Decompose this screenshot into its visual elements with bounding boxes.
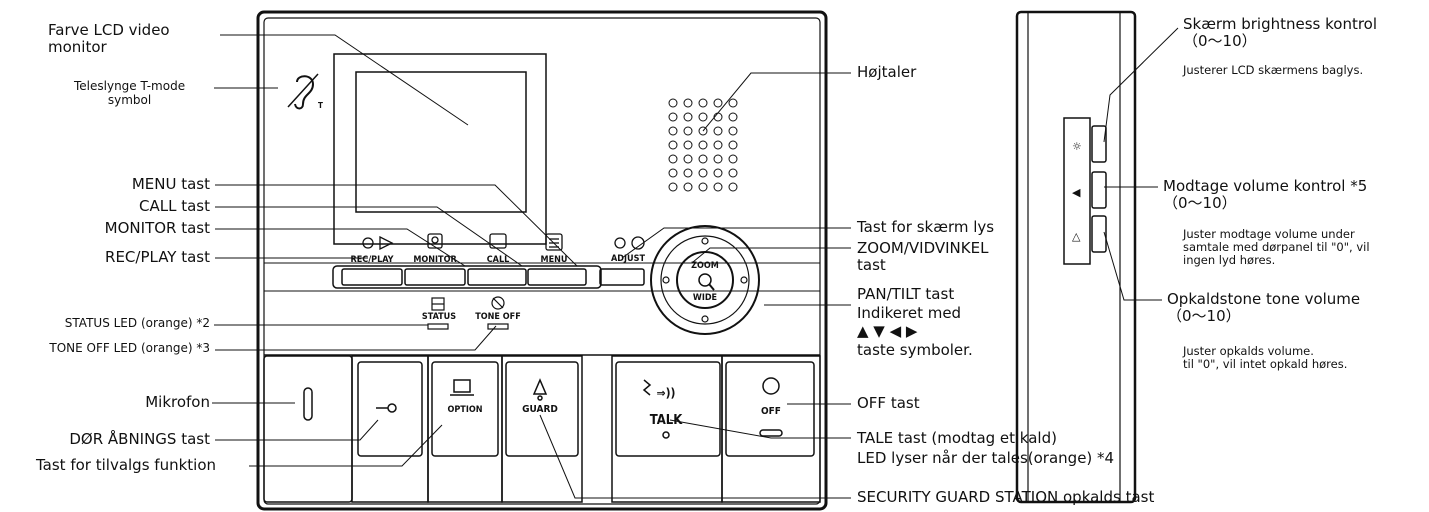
speaker-hole — [698, 182, 708, 192]
side-view: ☼ ◀ △ — [1015, 10, 1137, 504]
button-labels: REC/PLAY MONITOR CALL MENU ADJUST STATUS… — [350, 254, 645, 322]
monitor-label: MONITOR — [413, 255, 457, 265]
tone-off-label: TONE OFF — [475, 312, 520, 322]
label-off-tast: OFF tast — [857, 394, 920, 412]
label-tilvalg-tast: Tast for tilvalgs funktion — [36, 456, 216, 474]
svg-text:⇒)): ⇒)) — [657, 386, 676, 400]
speaker-hole — [713, 98, 723, 108]
speaker-hole — [728, 168, 738, 178]
label-hojtaler: Højtaler — [857, 63, 917, 81]
speaker-hole — [728, 126, 738, 136]
top-button-row — [264, 262, 820, 292]
pan-tilt-dial — [650, 225, 760, 335]
speaker-hole — [668, 154, 678, 164]
speaker-hole — [698, 154, 708, 164]
speaker-hole — [668, 168, 678, 178]
label-brightness-desc: Justerer LCD skærmens baglys. — [1183, 63, 1364, 77]
svg-text:◀: ◀ — [1072, 186, 1081, 199]
speaker-hole — [728, 98, 738, 108]
svg-text:☼: ☼ — [1072, 140, 1082, 153]
label-menu-tast: MENU tast — [131, 175, 210, 193]
lcd-bezel — [333, 53, 547, 245]
label-toneoff-led: TONE OFF LED (orange) *3 — [49, 341, 210, 355]
call-label: CALL — [487, 255, 510, 265]
speaker-hole — [713, 154, 723, 164]
label-teleslynge: Teleslynge T-mode symbol — [74, 79, 186, 107]
svg-text:TALK: TALK — [650, 413, 683, 428]
label-tone-title: Opkaldstone tone volume （0～10） — [1167, 290, 1361, 326]
lower-button-labels: OPTION GUARD TALK OFF ⇒)) — [447, 386, 780, 428]
speaker-hole — [713, 182, 723, 192]
speaker-hole — [668, 182, 678, 192]
speaker-hole — [698, 126, 708, 136]
speaker-hole — [683, 126, 693, 136]
label-call-tast: CALL tast — [139, 197, 210, 215]
label-recplay-tast: REC/PLAY tast — [105, 248, 210, 266]
speaker-hole — [683, 182, 693, 192]
label-tale-tast: TALE tast (modtag et kald) LED lyser når… — [857, 429, 1115, 467]
leader-lines — [212, 27, 1179, 499]
speaker-hole — [683, 140, 693, 150]
svg-text:OPTION: OPTION — [447, 405, 482, 415]
label-skaerm-lys: Tast for skærm lys — [857, 218, 995, 236]
label-lcd-monitor: Farve LCD video monitor — [48, 21, 170, 57]
speaker-hole — [668, 126, 678, 136]
lower-buttons — [263, 355, 821, 503]
teleslynge-ear-icon: T — [287, 73, 323, 110]
speaker-hole — [728, 112, 738, 122]
lcd-screen — [355, 71, 527, 213]
status-label: STATUS — [422, 312, 456, 322]
svg-text:T: T — [318, 101, 323, 110]
speaker-hole — [668, 140, 678, 150]
label-mikrofon: Mikrofon — [145, 393, 210, 411]
svg-text:GUARD: GUARD — [522, 404, 558, 415]
label-pantilt-tast: PAN/TILT tast Indikeret med ▲ ▼ ◀ ▶ tast… — [857, 285, 973, 359]
speaker-hole — [728, 154, 738, 164]
speaker-hole — [668, 112, 678, 122]
menu-label: MENU — [541, 255, 568, 265]
adjust-label: ADJUST — [611, 254, 645, 264]
speaker-hole — [713, 126, 723, 136]
speaker-hole — [728, 182, 738, 192]
label-monitor-tast: MONITOR tast — [104, 219, 210, 237]
label-brightness-title: Skærm brightness kontrol （0～10） — [1183, 15, 1378, 51]
zoom-label: ZOOM — [691, 261, 719, 271]
speaker-hole — [728, 140, 738, 150]
label-zoom-tast: ZOOM/VIDVINKEL tast — [857, 239, 989, 275]
speaker-hole — [683, 98, 693, 108]
label-status-led: STATUS LED (orange) *2 — [64, 316, 210, 330]
speaker-hole — [683, 112, 693, 122]
rec-play-label: REC/PLAY — [350, 255, 393, 265]
button-icons — [362, 233, 645, 251]
label-door-tast: DØR ÅBNINGS tast — [69, 430, 210, 448]
speaker-grille — [668, 98, 738, 192]
speaker-hole — [713, 140, 723, 150]
svg-text:OFF: OFF — [761, 406, 781, 417]
label-volume-desc: Juster modtage volume under samtale med … — [1183, 227, 1370, 268]
speaker-hole — [698, 140, 708, 150]
speaker-hole — [698, 98, 708, 108]
wide-label: WIDE — [693, 293, 717, 303]
speaker-hole — [698, 112, 708, 122]
label-tone-desc: Juster opkalds volume. til "0", vil inte… — [1183, 344, 1348, 372]
speaker-hole — [713, 168, 723, 178]
status-leds — [427, 296, 509, 330]
speaker-hole — [668, 98, 678, 108]
speaker-hole — [698, 168, 708, 178]
front-panel — [256, 10, 828, 511]
speaker-hole — [683, 168, 693, 178]
label-volume-title: Modtage volume kontrol *5 （0～10） — [1163, 177, 1368, 213]
speaker-hole — [683, 154, 693, 164]
label-security-tast: SECURITY GUARD STATION opkalds tast — [857, 488, 1155, 506]
svg-text:△: △ — [1072, 230, 1081, 243]
